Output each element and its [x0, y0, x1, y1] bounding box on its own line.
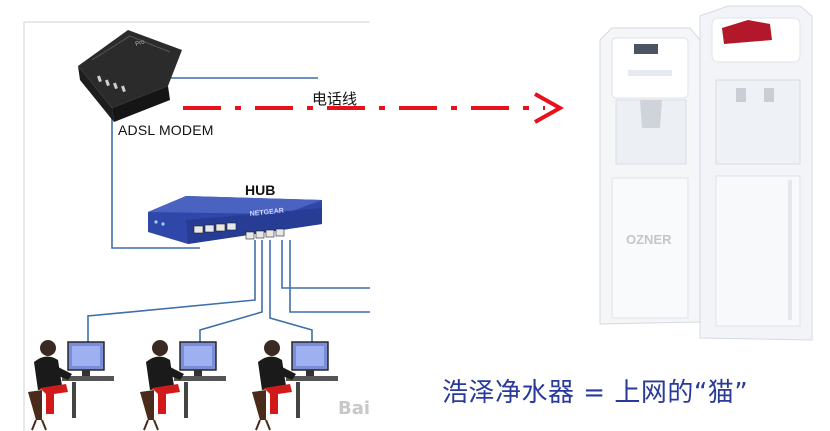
hub-to-pc3-cable — [269, 240, 313, 345]
water-dispenser-icon: OZNER — [599, 5, 813, 341]
cables — [87, 77, 370, 345]
computer-user-icon — [28, 340, 114, 431]
hub-device-icon: NETGEAR — [148, 196, 322, 244]
modem-to-hub-cable — [111, 110, 200, 249]
modem-label: ADSL MODEM — [118, 122, 214, 138]
computer-users — [28, 340, 338, 431]
phone-line-label: 电话线 — [312, 91, 358, 108]
computer-user-icon — [252, 340, 338, 431]
modem-device-icon: Pro — [78, 30, 182, 122]
hub-to-pc1-cable — [87, 240, 256, 345]
hub-brand-label: NETGEAR — [249, 207, 284, 218]
hub-to-right-cable-2 — [289, 240, 370, 313]
svg-text:Pro: Pro — [135, 39, 146, 48]
hub-to-right-cable — [281, 240, 370, 289]
dispenser-brand-label: OZNER — [626, 232, 672, 247]
caption-text: 浩泽净水器 = 上网的“猫” — [442, 378, 749, 408]
hub-to-pc2-cable — [199, 240, 263, 345]
arrow-right-icon — [183, 92, 565, 124]
watermark-text: Bai — [338, 398, 371, 419]
hub-label: HUB — [245, 182, 276, 198]
computer-user-icon — [140, 340, 226, 431]
